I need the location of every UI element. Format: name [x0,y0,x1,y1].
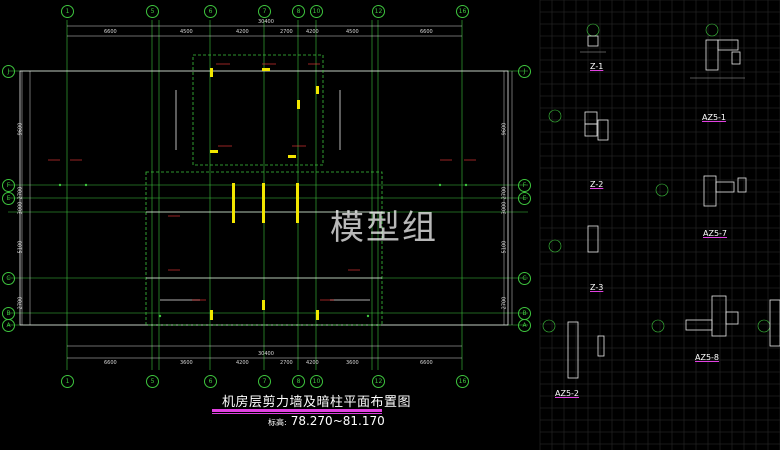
elevation-key: 标高: [268,418,287,427]
axis-bubble-top: 7 [258,5,271,18]
detail-label-az5-2: AZ5-2 [555,389,580,398]
shear-wall-columns [210,68,319,320]
axis-bubble-left: J [2,65,15,78]
detail-z1 [580,23,606,53]
dimension-bottom-segment: 3600 [180,360,193,366]
elevation-value: 78.270~81.170 [290,414,385,428]
axis-bubble-right: E [518,192,531,205]
axis-bubble-bottom: 5 [146,375,159,388]
dimension-right-segment: 2700 [501,296,508,310]
drawing-title: 机房层剪力墙及暗柱平面布置图 [222,395,412,410]
detail-z3 [548,225,599,253]
detail-az5-8 [651,295,780,347]
dimension-top-segment: 6600 [104,29,117,35]
axis-bubble-top: 10 [310,5,323,18]
dimension-top-segment: 2700 [280,29,293,35]
dimension-left-segment: 9600 [17,122,24,136]
title-underline [212,409,382,412]
axis-bubble-top: 12 [372,5,385,18]
axis-bubble-right: A [518,319,531,332]
dimension-top-overall: 30400 [258,19,274,25]
detail-az5-7 [655,175,747,207]
dimension-bottom-segment: 6600 [420,360,433,366]
axis-bubble-bottom: 8 [292,375,305,388]
dimension-top-segment: 6600 [420,29,433,35]
dimension-left-segment: 5100 [17,240,24,254]
axis-bubble-top: 8 [292,5,305,18]
axis-bubble-bottom: 10 [310,375,323,388]
axis-bubble-bottom: 16 [456,375,469,388]
dimension-bottom-segment: 4200 [236,360,249,366]
dimension-top-segment: 4200 [306,29,319,35]
dimension-left-segment: 3000 [17,201,24,215]
detail-label-az5-8: AZ5-8 [695,353,720,362]
axis-bubble-bottom: 7 [258,375,271,388]
detail-label-z-3: Z-3 [590,283,604,292]
dimension-bottom-segment: 3600 [346,360,359,366]
dimension-right-segment: 2700 [501,186,508,200]
axis-bubble-left: C [2,272,15,285]
detail-label-z-1: Z-1 [590,62,604,71]
axis-bubble-bottom: 12 [372,375,385,388]
axis-bubble-bottom: 6 [204,375,217,388]
dimension-lines [21,25,513,359]
dimension-left-segment: 2700 [17,186,24,200]
dimension-bottom-segment: 4200 [306,360,319,366]
dimension-top-segment: 4200 [236,29,249,35]
dimension-right-segment: 9600 [501,122,508,136]
axis-bubble-right: F [518,179,531,192]
elevation-range: 标高:78.270~81.170 [268,414,385,428]
column-tags [48,63,476,301]
detail-az5-1 [690,23,745,79]
dimension-right-segment: 5100 [501,240,508,254]
axis-grid [8,20,528,370]
dimension-bottom-segment: 2700 [280,360,293,366]
dimension-right-segment: 3000 [501,201,508,215]
detail-label-az5-7: AZ5-7 [703,229,728,238]
dimension-left-segment: 2700 [17,296,24,310]
detail-label-z-2: Z-2 [590,180,604,189]
axis-bubble-top: 1 [61,5,74,18]
axis-bubble-left: E [2,192,15,205]
axis-bubble-top: 6 [204,5,217,18]
dimension-bottom-segment: 6600 [104,360,117,366]
dimension-top-segment: 4500 [180,29,193,35]
detail-az5-2 [542,319,605,379]
axis-bubble-right: J [518,65,531,78]
leader-markers [58,183,468,318]
detail-grid [539,0,780,450]
axis-bubble-left: F [2,179,15,192]
detail-z2 [548,109,609,141]
axis-bubble-top: 16 [456,5,469,18]
axis-bubble-left: A [2,319,15,332]
watermark-text: 模型组 [330,208,438,248]
title-underline-thin [212,413,382,414]
axis-bubble-bottom: 1 [61,375,74,388]
detail-label-az5-1: AZ5-1 [702,113,727,122]
axis-bubble-top: 5 [146,5,159,18]
dimension-bottom-overall: 30400 [258,351,274,357]
dimension-top-segment: 4500 [346,29,359,35]
axis-bubble-right: C [518,272,531,285]
